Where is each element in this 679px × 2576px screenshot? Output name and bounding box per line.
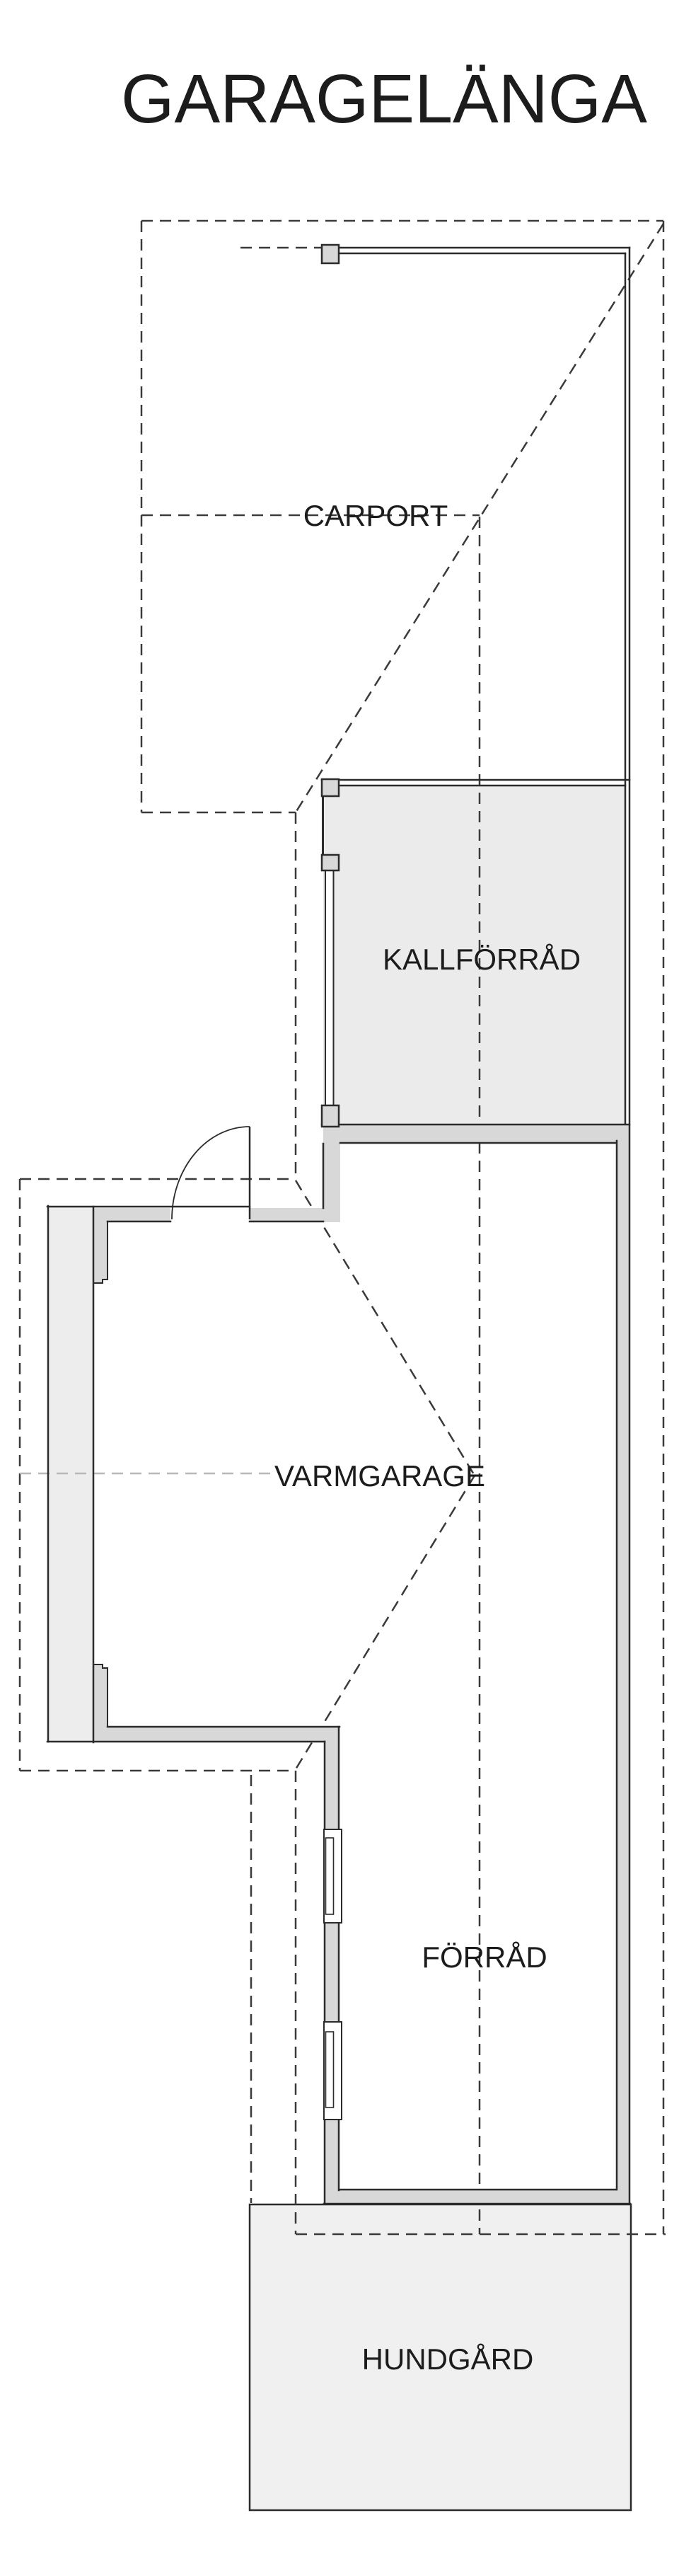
- kallforrad-west-thin-wall-fill: [325, 870, 334, 1105]
- page-title: GARAGELÄNGA: [121, 60, 647, 137]
- varmgarage-top-pilaster: [94, 1222, 108, 1280]
- posts: [320, 243, 340, 1128]
- wall-fills: [94, 1124, 630, 2204]
- varmgarage-top-pilaster-notch: [94, 1280, 103, 1284]
- varmgarage-south-wall: [94, 1727, 324, 1742]
- roof-slope-diagonal-1: [294, 223, 665, 813]
- room-fills: [47, 786, 632, 2512]
- wall-edges: [46, 246, 632, 2205]
- kallforrad-post-bottom: [320, 1104, 340, 1128]
- bottom-pilaster-outline: [93, 1664, 108, 1727]
- varmgarage-left-wall-strip: [47, 1206, 94, 1742]
- dashed-lines: [18, 219, 666, 2236]
- varmgarage-bottom-pilaster-notch: [94, 1664, 103, 1669]
- carport-post: [320, 243, 340, 265]
- varmgarage-north-wall-left: [94, 1208, 170, 1222]
- window-1-glazing: [325, 1837, 335, 1915]
- forrad-west-wall: [324, 1727, 340, 2204]
- window-2-glazing: [325, 2031, 335, 2108]
- hundgard-area: [248, 2203, 632, 2512]
- east-thick-wall: [616, 1141, 630, 2204]
- kallforrad-label: KALLFÖRRÅD: [383, 943, 581, 976]
- kallforrad-post-mid: [320, 853, 340, 872]
- roof-slope-diagonal-2: [294, 1180, 476, 1476]
- hundgard-label: HUNDGÅRD: [362, 2342, 534, 2376]
- varmgarage-door: [171, 1126, 251, 1220]
- forrad-windows: [323, 1829, 342, 2120]
- forrad-south-wall: [324, 2190, 630, 2204]
- varmgarage-north-wall-right: [250, 1208, 340, 1222]
- kallforrad-post-top: [320, 778, 340, 798]
- top-pilaster-outline: [93, 1221, 108, 1284]
- carport-label: CARPORT: [303, 499, 448, 532]
- door-swing-arc: [171, 1126, 250, 1220]
- kallforrad-south-wall: [323, 1124, 630, 1144]
- forrad-label: FÖRRÅD: [422, 1940, 547, 1974]
- roof-slope-diagonal-3: [294, 1475, 476, 1770]
- varmgarage-bottom-pilaster: [94, 1668, 108, 1727]
- labels: GARAGELÄNGA CARPORT KALLFÖRRÅD VARMGARAG…: [121, 60, 647, 2376]
- varmgarage-label: VARMGARAGE: [274, 1459, 485, 1493]
- kallforrad-room-fill: [323, 786, 625, 1124]
